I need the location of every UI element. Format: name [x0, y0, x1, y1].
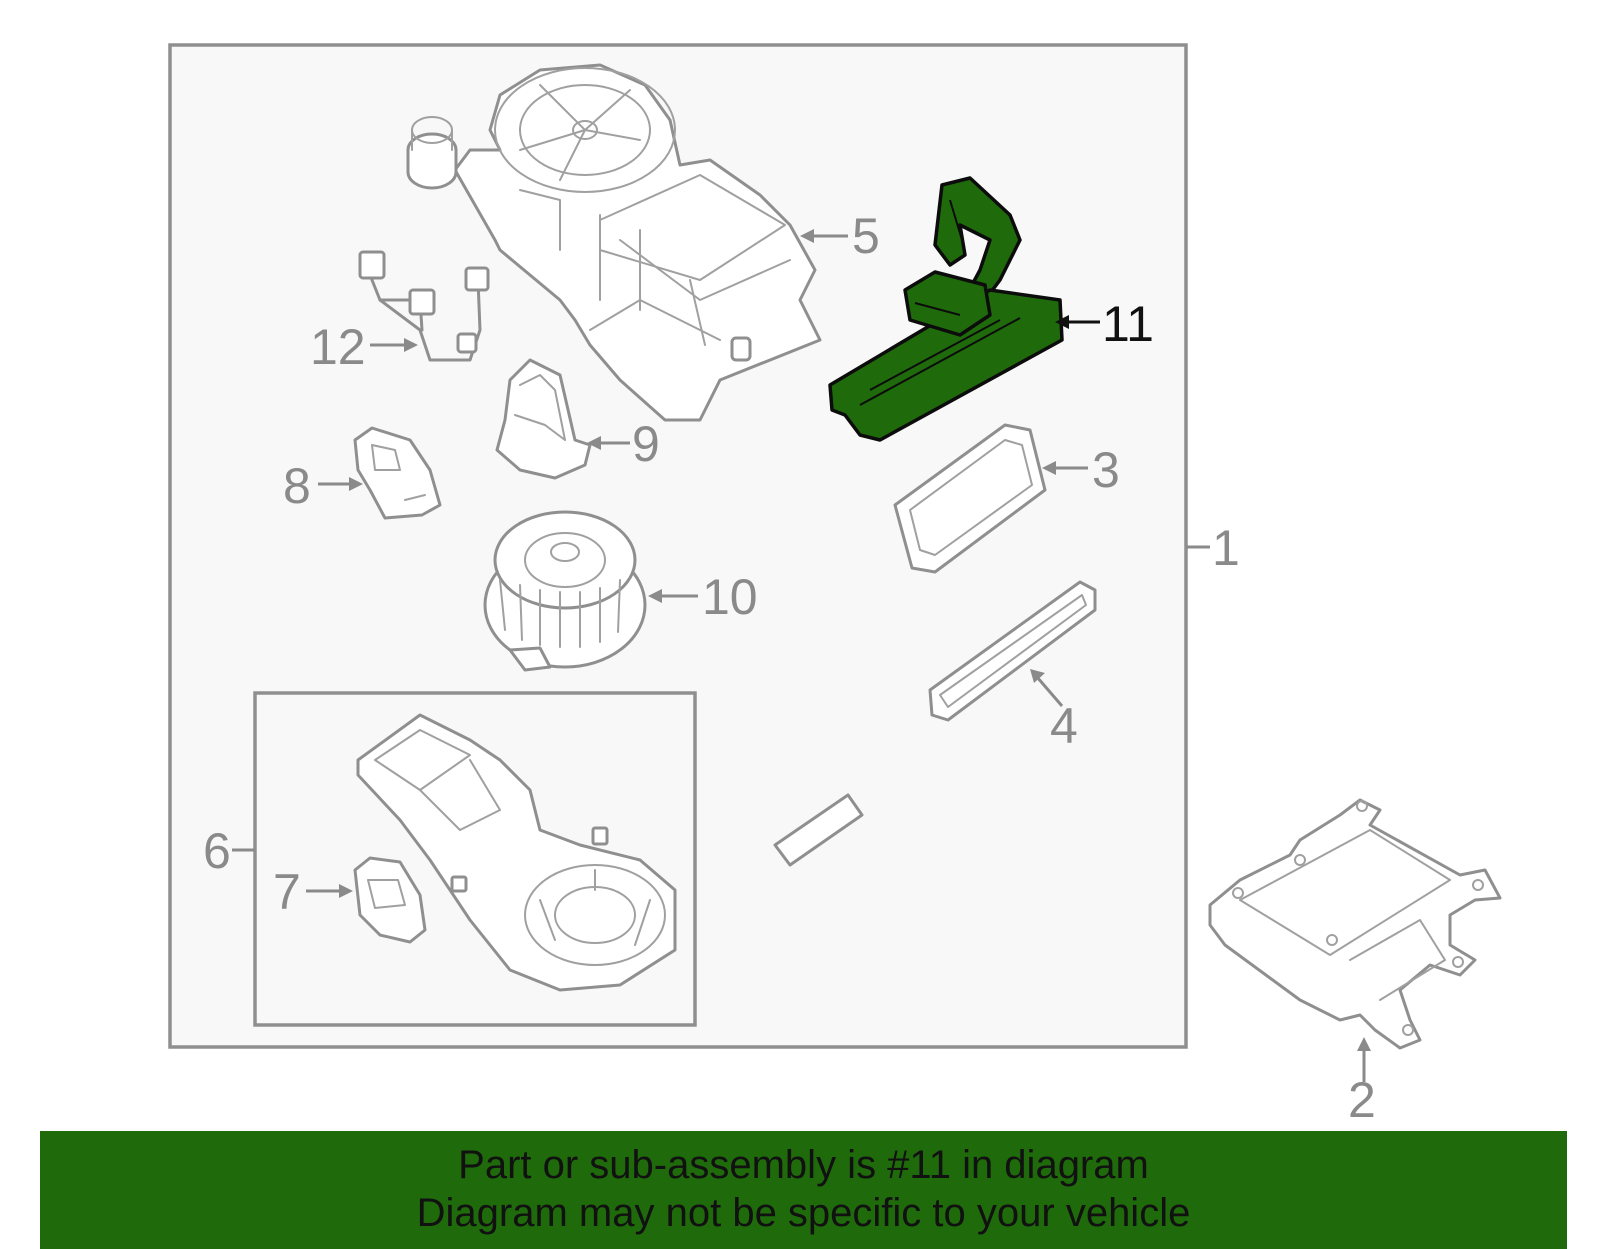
part-10-blower-motor [483, 510, 647, 672]
callout-labels: 5 11 12 9 3 8 1 10 4 6 7 2 [203, 208, 1376, 1128]
part-11-block [903, 270, 992, 337]
callout-6: 6 [203, 823, 231, 879]
part-isolator [406, 116, 458, 190]
part-9-module [495, 358, 592, 480]
callout-3: 3 [1092, 442, 1120, 498]
part-7-actuator [353, 856, 427, 944]
part-3-filter-frame [893, 423, 1047, 574]
part-12-wire-harness [358, 250, 490, 362]
callout-7: 7 [273, 864, 301, 920]
part-filter-strip [773, 793, 864, 867]
callout-9: 9 [632, 416, 660, 472]
part-11-highlighted [828, 176, 1064, 442]
banner-line-2: Diagram may not be specific to your vehi… [416, 1191, 1191, 1235]
callout-1: 1 [1212, 520, 1240, 576]
callout-4: 4 [1050, 698, 1078, 754]
part-6-housing [356, 713, 677, 992]
callout-10: 10 [702, 569, 758, 625]
callout-5: 5 [852, 208, 880, 264]
part-8-actuator [353, 426, 442, 520]
info-banner: Part or sub-assembly is #11 in diagram D… [40, 1131, 1567, 1249]
callout-11: 11 [1102, 296, 1154, 352]
callout-2: 2 [1348, 1072, 1376, 1128]
callout-8: 8 [283, 458, 311, 514]
leader-lines [232, 229, 1371, 1082]
part-4-seal [928, 580, 1097, 722]
part-2-bracket [1208, 798, 1502, 1050]
callout-12: 12 [310, 319, 366, 375]
banner-line-1: Part or sub-assembly is #11 in diagram [458, 1143, 1149, 1187]
part-5-blower-housing [453, 63, 822, 422]
